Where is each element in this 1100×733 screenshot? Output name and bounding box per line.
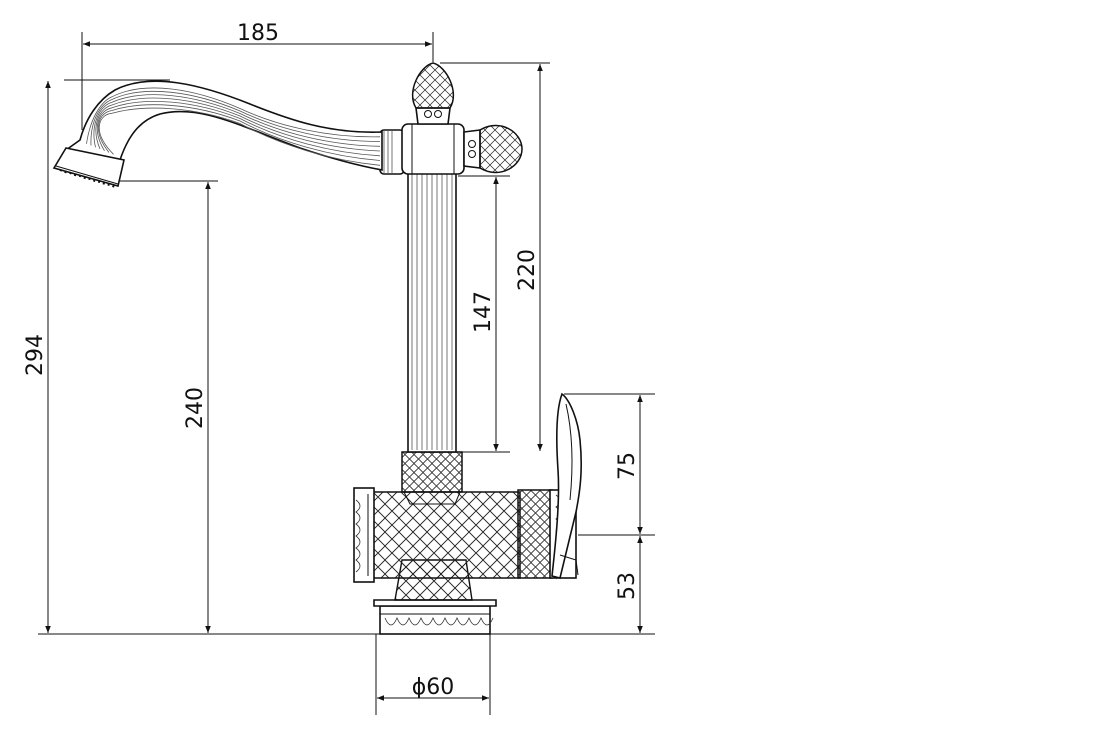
dimension-labels: 185 294 240 220 147 75 53 ϕ60 — [23, 21, 640, 700]
dim-label-185: 185 — [237, 21, 279, 46]
fluted-column — [407, 171, 457, 453]
side-finial — [463, 124, 523, 174]
base-foot — [373, 599, 497, 635]
top-hub — [379, 123, 465, 175]
dim-label-240: 240 — [183, 387, 208, 429]
top-finial — [411, 62, 455, 125]
spout-flute-line — [96, 101, 381, 157]
dimension-lines — [45, 41, 643, 701]
extension-lines — [38, 32, 655, 715]
cartridge-body — [353, 487, 577, 583]
spout-flute-line — [98, 104, 381, 161]
faucet-outline — [52, 62, 582, 635]
dim-label-60: ϕ60 — [412, 675, 455, 700]
dim-label-75: 75 — [615, 452, 640, 480]
dim-label-294: 294 — [23, 334, 48, 376]
spout-flute-line — [98, 107, 381, 166]
spout-flute-line — [90, 90, 381, 146]
spout-flute-line — [93, 94, 381, 148]
dim-label-147: 147 — [471, 291, 496, 333]
lever-handle — [551, 392, 582, 579]
column-collar — [401, 451, 463, 505]
spout — [52, 80, 383, 188]
dim-label-53: 53 — [615, 572, 640, 600]
dim-label-220: 220 — [515, 249, 540, 291]
spout-flute-line — [95, 97, 381, 152]
spout-flute-line — [86, 87, 381, 144]
